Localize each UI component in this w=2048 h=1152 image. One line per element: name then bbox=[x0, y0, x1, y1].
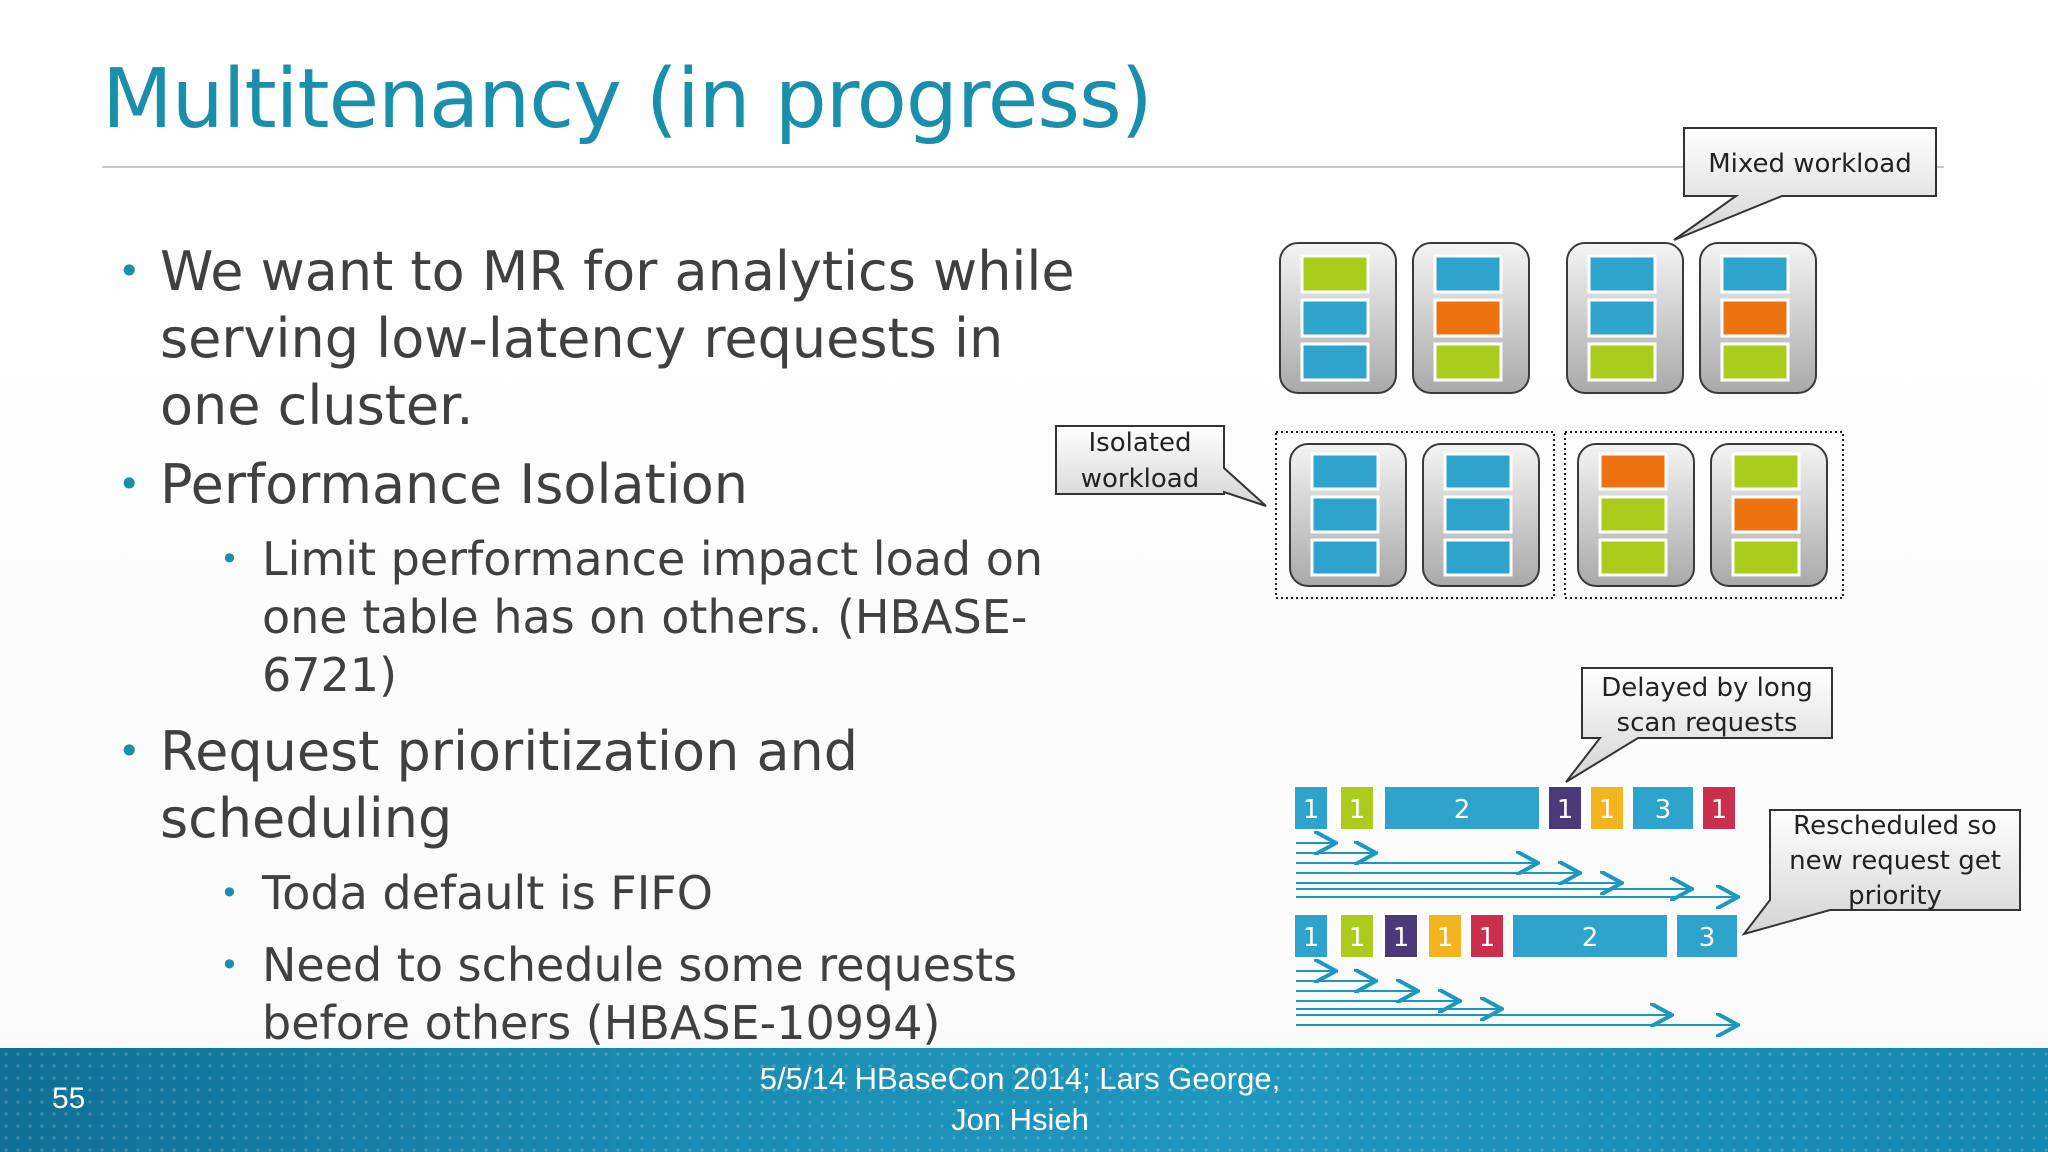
queue-block-label: 1 bbox=[1303, 795, 1320, 825]
prioritized-queue: 1 1 1 1 1 2 3 bbox=[1293, 913, 1739, 959]
queue-block bbox=[1383, 785, 1541, 831]
server-icon bbox=[1412, 242, 1530, 394]
server-icon bbox=[1422, 443, 1540, 587]
bullet-dot-icon: • bbox=[118, 729, 141, 773]
sub-bullet-text: Limit performance impact load on one tab… bbox=[262, 532, 1044, 702]
footer-pattern bbox=[0, 1048, 2048, 1152]
bullet-dot-icon: • bbox=[118, 462, 141, 506]
callout-isolated-workload: Isolated workload bbox=[1055, 425, 1267, 507]
bullet-dot-icon: • bbox=[220, 540, 239, 578]
server-icon bbox=[1710, 443, 1828, 587]
queue-block-label: 2 bbox=[1454, 795, 1471, 825]
queue-block bbox=[1339, 785, 1375, 831]
queue-block bbox=[1293, 913, 1329, 959]
queue-block bbox=[1383, 913, 1419, 959]
queue-block-label: 1 bbox=[1393, 923, 1410, 953]
queue-block bbox=[1469, 913, 1505, 959]
queue-block-label: 1 bbox=[1303, 923, 1320, 953]
sub-bullet-item: • Need to schedule some requests before … bbox=[220, 936, 1078, 1052]
isolated-group-box bbox=[1275, 431, 1555, 599]
queue-block bbox=[1631, 785, 1695, 831]
prioritized-arrows bbox=[1296, 971, 1736, 1025]
callout-isolated-text: workload bbox=[1081, 464, 1200, 494]
queue-block bbox=[1589, 785, 1625, 831]
isolated-workload-servers bbox=[1289, 443, 1828, 587]
queue-block bbox=[1547, 785, 1583, 831]
server-icon bbox=[1289, 443, 1407, 587]
bullet-list: • We want to MR for analytics while serv… bbox=[118, 238, 1078, 1066]
queue-block-label: 1 bbox=[1349, 923, 1366, 953]
queue-block-label: 2 bbox=[1582, 923, 1599, 953]
title-divider bbox=[102, 166, 1944, 168]
queue-block bbox=[1701, 785, 1737, 831]
callout-mixed-text: Mixed workload bbox=[1708, 149, 1912, 179]
sub-bullet-text: Need to schedule some requests before ot… bbox=[262, 938, 1018, 1050]
queue-block-label: 3 bbox=[1699, 923, 1716, 953]
queue-block bbox=[1511, 913, 1669, 959]
callout-resched-text: priority bbox=[1848, 881, 1942, 911]
queue-block bbox=[1427, 913, 1463, 959]
slide-title: Multitenancy (in progress) bbox=[102, 52, 1153, 147]
server-icon bbox=[1577, 443, 1695, 587]
bullet-item: • Performance Isolation bbox=[118, 451, 1078, 518]
queue-block-label: 1 bbox=[1479, 923, 1496, 953]
callout-resched-text: Rescheduled so bbox=[1793, 811, 1997, 841]
queue-block bbox=[1293, 785, 1329, 831]
page-number: 55 bbox=[52, 1082, 86, 1115]
bullet-dot-icon: • bbox=[220, 946, 239, 984]
queue-block-label: 1 bbox=[1437, 923, 1454, 953]
fifo-arrows bbox=[1296, 843, 1736, 897]
sub-bullet-item: • Limit performance impact load on one t… bbox=[220, 530, 1078, 704]
bullet-text: Request prioritization and scheduling bbox=[160, 720, 859, 850]
bullet-item: • Request prioritization and scheduling bbox=[118, 718, 1078, 852]
bullet-dot-icon: • bbox=[118, 249, 141, 293]
callout-resched-text: new request get bbox=[1789, 846, 2001, 876]
queue-block-label: 1 bbox=[1711, 795, 1728, 825]
sub-bullet-item: • Toda default is FIFO bbox=[220, 864, 1078, 922]
isolated-group-box bbox=[1564, 431, 1844, 599]
callout-rescheduled: Rescheduled so new request get priority bbox=[1741, 809, 2021, 936]
mixed-workload-servers bbox=[1279, 242, 1817, 394]
sub-bullet-text: Toda default is FIFO bbox=[262, 866, 713, 920]
server-icon bbox=[1279, 242, 1397, 394]
bullet-item: • We want to MR for analytics while serv… bbox=[118, 238, 1078, 439]
callout-delayed: Delayed by long scan requests bbox=[1565, 667, 1833, 783]
footer-line: Jon Hsieh bbox=[951, 1102, 1089, 1137]
server-icon bbox=[1699, 242, 1817, 394]
queue-block-label: 3 bbox=[1655, 795, 1672, 825]
callout-mixed-workload: Mixed workload bbox=[1673, 127, 1937, 241]
callout-delayed-text: scan requests bbox=[1617, 708, 1798, 738]
queue-block-label: 1 bbox=[1349, 795, 1366, 825]
footer-line: 5/5/14 HBaseCon 2014; Lars George, bbox=[759, 1061, 1281, 1096]
bullet-text: Performance Isolation bbox=[160, 453, 748, 516]
bullet-text: We want to MR for analytics while servin… bbox=[160, 240, 1075, 437]
queue-block bbox=[1675, 913, 1739, 959]
queue-block-label: 1 bbox=[1557, 795, 1574, 825]
callout-delayed-text: Delayed by long bbox=[1601, 673, 1813, 703]
queue-block-label: 1 bbox=[1599, 795, 1616, 825]
footer-bar bbox=[0, 1048, 2048, 1152]
callout-isolated-text: Isolated bbox=[1089, 428, 1192, 458]
queue-block bbox=[1339, 913, 1375, 959]
server-icon bbox=[1566, 242, 1684, 394]
footer-credits: 5/5/14 HBaseCon 2014; Lars George, Jon H… bbox=[700, 1058, 1340, 1140]
bullet-dot-icon: • bbox=[220, 874, 239, 912]
fifo-queue: 1 1 2 1 1 3 1 bbox=[1293, 785, 1737, 831]
